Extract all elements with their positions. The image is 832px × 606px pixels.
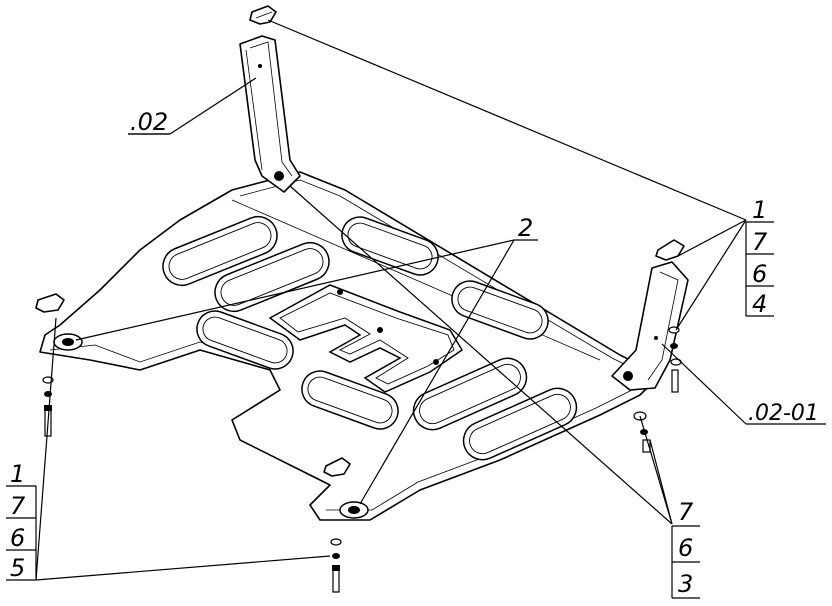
slot-5 — [196, 310, 294, 370]
clip-left — [35, 293, 65, 313]
callout-top-right-4: 4 — [752, 290, 767, 318]
callout-stack-bottom-left-box — [6, 485, 37, 581]
clip-bottom — [323, 457, 351, 477]
bracket-02-hole — [274, 171, 284, 181]
callout-stack-bottom-right-box — [671, 525, 700, 599]
clip-top — [249, 5, 277, 25]
clip-right — [655, 239, 685, 261]
bracket-02-01 — [611, 261, 689, 391]
slot-6 — [301, 370, 399, 430]
slot-3 — [341, 216, 439, 276]
bracket-02-01-hole — [623, 371, 633, 381]
slot-8 — [462, 387, 578, 461]
callout-bottom-left-7: 7 — [10, 492, 26, 520]
callout-bottom-left-1: 1 — [10, 460, 25, 488]
ventilation-slots — [162, 215, 578, 461]
slot-7 — [412, 357, 528, 431]
callout-bottom-right-7: 7 — [678, 498, 694, 526]
callout-top-right-6: 6 — [752, 260, 767, 288]
callout-top-right-1: 1 — [752, 196, 767, 224]
leader-lines — [35, 19, 826, 581]
slot-4 — [451, 280, 549, 340]
left-mount — [53, 333, 83, 351]
bracket-02 — [239, 35, 301, 193]
callout-bottom-left-6: 6 — [10, 524, 25, 552]
callout-item-2: 2 — [518, 214, 533, 242]
callout-part-02-01: .02-01 — [748, 401, 819, 426]
callout-top-right-7: 7 — [752, 228, 768, 256]
callout-bottom-right-3: 3 — [678, 570, 693, 598]
callout-part-02: .02 — [130, 108, 168, 136]
bottom-mount — [339, 501, 369, 519]
slot-2 — [214, 241, 330, 313]
fastener-stack-right — [633, 411, 651, 453]
callout-bottom-right-6: 6 — [678, 534, 693, 562]
callout-stack-top-right-box — [745, 221, 774, 317]
callout-bottom-left-5: 5 — [10, 554, 25, 582]
center-stamping — [268, 284, 464, 393]
fastener-stack-bottom — [330, 538, 342, 593]
slot-1 — [162, 215, 278, 287]
